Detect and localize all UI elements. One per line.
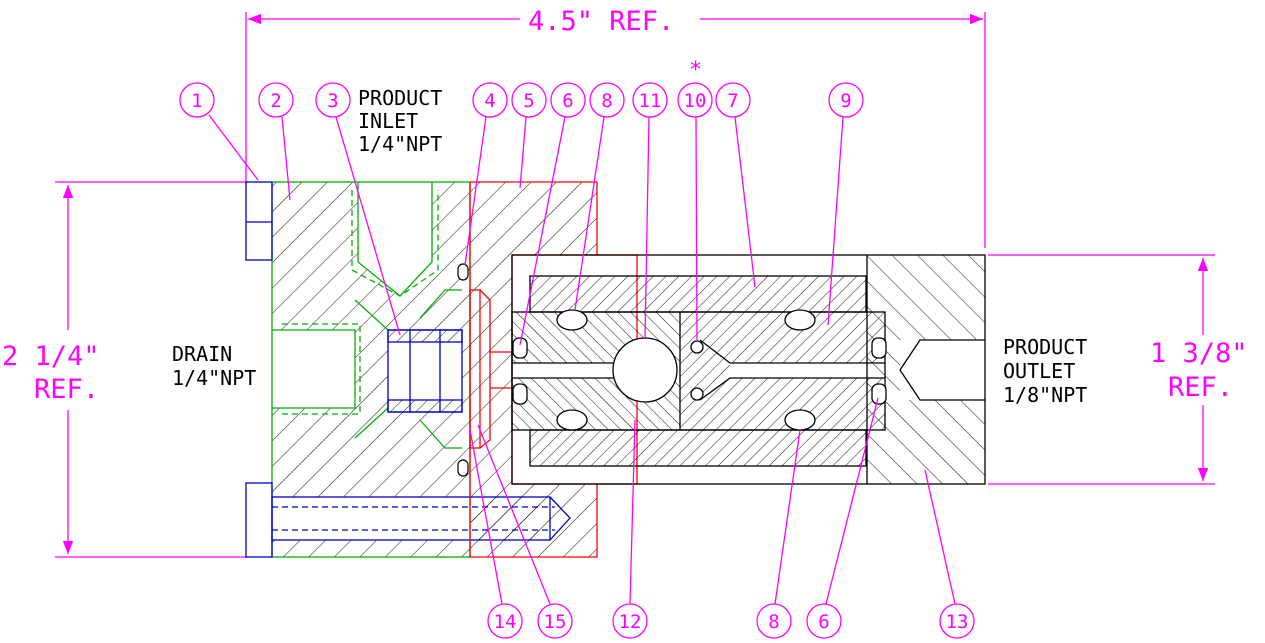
svg-text:6: 6 (818, 611, 829, 633)
svg-text:13: 13 (946, 611, 969, 633)
seat-insert-part (387, 329, 463, 413)
balloon-8-top: 8 (574, 82, 625, 311)
outlet-label-line3: 1/8"NPT (1003, 383, 1087, 407)
balloon-10: 10 (677, 82, 713, 342)
cartridge-part (511, 311, 886, 431)
drain-label: DRAIN 1/4"NPT (172, 342, 256, 390)
svg-text:7: 7 (727, 90, 738, 112)
balloon-5: 5 (511, 82, 547, 189)
svg-text:8: 8 (601, 90, 612, 112)
outlet-label-line1: PRODUCT (1003, 335, 1087, 359)
svg-text:11: 11 (639, 90, 662, 112)
right-height-ref: REF. (1168, 372, 1233, 403)
balloon-14: 14 (469, 429, 523, 639)
right-height-value: 1 3/8" (1150, 338, 1248, 369)
inlet-label: PRODUCT INLET 1/4"NPT (358, 86, 442, 156)
inlet-label-line3: 1/4"NPT (358, 132, 442, 156)
drain-label-line1: DRAIN (172, 342, 232, 366)
balloon-12: 12 (612, 419, 648, 639)
inlet-label-line1: PRODUCT (358, 86, 442, 110)
balloon-3: 3 (315, 82, 401, 336)
housing-body-part (469, 181, 638, 558)
balloon-13: 13 (924, 469, 975, 639)
inlet-label-line2: INLET (358, 109, 418, 133)
svg-text:8: 8 (768, 611, 779, 633)
outlet-label-line2: OUTLET (1003, 359, 1075, 383)
drain-label-line2: 1/4"NPT (172, 366, 256, 390)
balloon-15: 15 (477, 424, 573, 639)
balloon-7: 7 (715, 82, 756, 288)
svg-text:1: 1 (191, 90, 202, 112)
outlet-label: PRODUCT OUTLET 1/8"NPT (1003, 335, 1087, 407)
svg-text:12: 12 (619, 611, 642, 633)
asterisk-note: * (689, 58, 702, 83)
balloon-2: 2 (258, 82, 294, 201)
svg-text:14: 14 (494, 611, 517, 633)
dimension-right-height: 1 3/8" REF. (988, 254, 1248, 485)
balloon-6-bottom: 6 (806, 397, 879, 639)
balloon-8-bottom: 8 (756, 429, 801, 639)
overall-length-text: 4.5" REF. (528, 6, 674, 37)
o-rings (457, 263, 887, 477)
svg-text:2: 2 (270, 90, 281, 112)
svg-text:10: 10 (684, 90, 707, 112)
balloon-9: 9 (827, 82, 864, 326)
left-height-value: 2 1/4" (2, 341, 100, 372)
balloon-6-top: 6 (519, 82, 586, 346)
balloon-11: 11 (632, 82, 668, 339)
svg-text:15: 15 (544, 611, 567, 633)
svg-text:6: 6 (562, 90, 573, 112)
svg-text:9: 9 (840, 90, 851, 112)
cap-screw-top (245, 181, 273, 261)
balloon-4: 4 (464, 82, 508, 266)
svg-text:5: 5 (523, 90, 534, 112)
dimension-left-height: 2 1/4" REF. (2, 181, 248, 558)
left-height-ref: REF. (34, 374, 99, 405)
svg-text:4: 4 (484, 90, 495, 112)
dimension-overall-length: 4.5" REF. (245, 6, 986, 248)
svg-text:3: 3 (327, 90, 338, 112)
sleeve-part (529, 275, 867, 467)
balloon-1: 1 (179, 82, 259, 181)
